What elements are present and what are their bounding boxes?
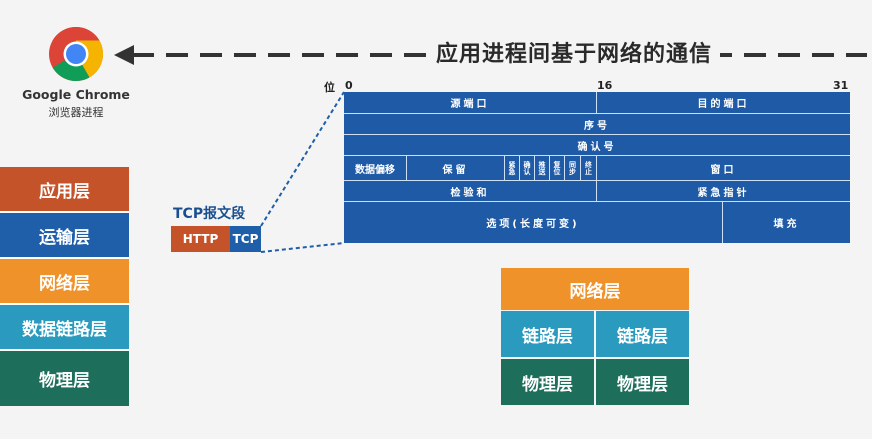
- right-network-layer: 网络层: [501, 268, 689, 310]
- bit-0-label: 0: [345, 79, 353, 92]
- field-seq: 序号: [344, 114, 850, 135]
- flag-syn: 同步: [565, 156, 581, 181]
- flag-psh: 推送: [535, 156, 550, 181]
- chrome-subtitle: 浏览器进程: [48, 106, 104, 119]
- segment-tcp: TCP: [230, 226, 261, 252]
- field-window: 窗口: [597, 156, 850, 181]
- segment-http: HTTP: [171, 226, 230, 252]
- bit-prefix-label: 位: [324, 81, 335, 94]
- flag-ack: 确认: [520, 156, 535, 181]
- field-offset: 数据偏移: [344, 156, 407, 181]
- field-reserved: 保留: [407, 156, 505, 181]
- field-urgent-ptr: 紧急指针: [597, 181, 850, 202]
- layer-network: 网络层: [0, 259, 129, 305]
- field-checksum: 检验和: [344, 181, 597, 202]
- right-phys-left: 物理层: [501, 359, 594, 405]
- tcp-segment-label: TCP报文段: [173, 206, 246, 222]
- right-link-right: 链路层: [596, 311, 689, 357]
- flag-rst: 复位: [550, 156, 565, 181]
- tcp-header-table: 源端口 目的端口 序号 确认号 数据偏移 保留 紧急 确认 推送 复位 同步 终…: [344, 92, 850, 243]
- right-phys-right: 物理层: [596, 359, 689, 405]
- field-options: 选项(长度可变): [344, 202, 723, 243]
- field-src-port: 源端口: [344, 92, 597, 114]
- layer-application: 应用层: [0, 167, 129, 213]
- layer-datalink: 数据链路层: [0, 305, 129, 351]
- field-padding: 填充: [773, 219, 800, 230]
- field-dst-port: 目的端口: [597, 92, 850, 114]
- dashed-arrow-icon: [114, 45, 867, 65]
- chrome-title: Google Chrome: [22, 87, 130, 102]
- page-title: 应用进程间基于网络的通信: [428, 36, 721, 68]
- bit-16-label: 16: [597, 79, 613, 92]
- flag-fin: 终止: [581, 156, 597, 181]
- layer-transport: 运输层: [0, 213, 129, 259]
- bit-31-label: 31: [833, 79, 849, 92]
- chrome-logo-icon: [49, 26, 104, 82]
- right-link-left: 链路层: [501, 311, 594, 357]
- field-ack: 确认号: [344, 135, 850, 156]
- layer-physical: 物理层: [0, 351, 129, 406]
- flag-urg: 紧急: [505, 156, 520, 181]
